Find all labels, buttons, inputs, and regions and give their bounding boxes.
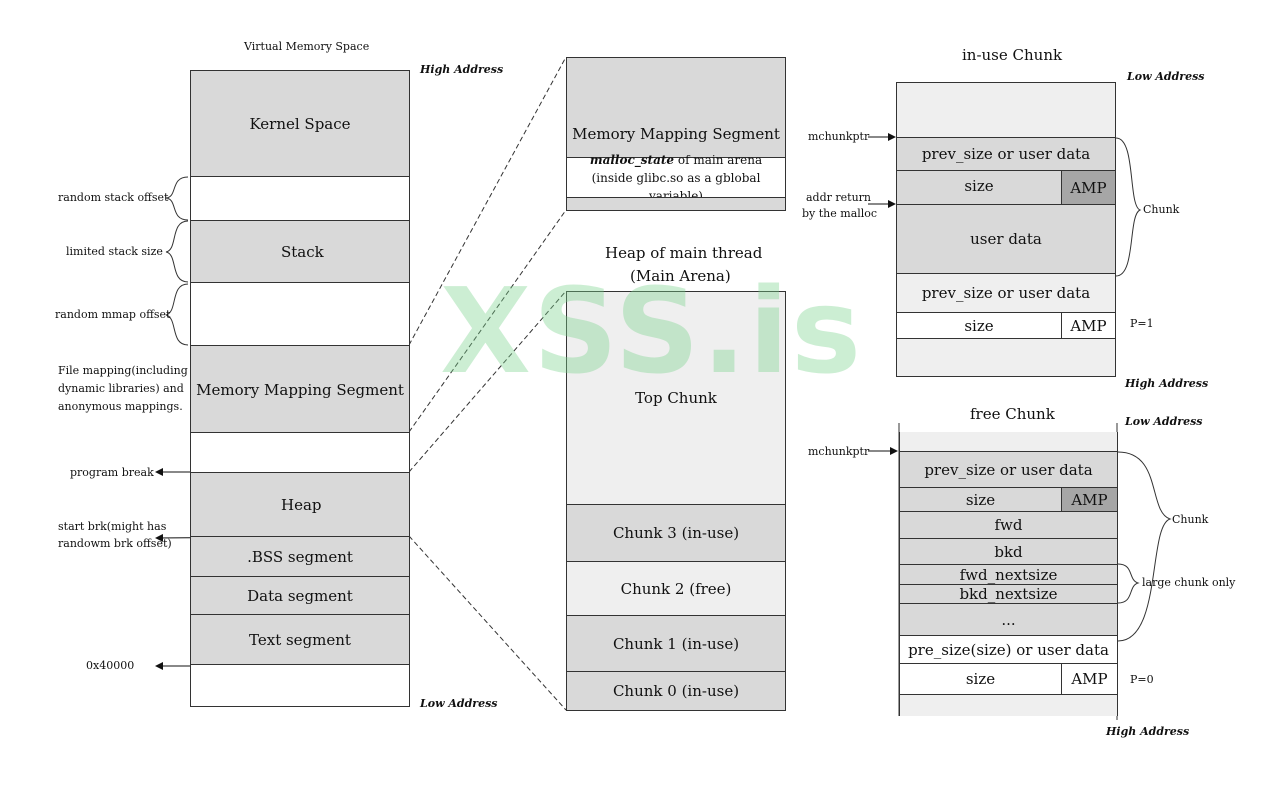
inuse-chunk-arrows xyxy=(868,133,896,208)
chunk-3-in-use: Chunk 3 (in-use) xyxy=(566,504,786,562)
program-break-label: program break xyxy=(70,466,154,479)
free-size-field: size xyxy=(899,487,1062,512)
inuse-prev-size-field: prev_size or user data xyxy=(896,137,1116,171)
random-stack-offset-label: random stack offset xyxy=(58,191,169,204)
inuse-amp-flags: AMP xyxy=(1061,170,1116,205)
low-memory-gap xyxy=(190,664,410,707)
inuse-p-flag-label: P=1 xyxy=(1130,317,1154,330)
inuse-mchunkptr-label: mchunkptr xyxy=(808,130,870,143)
inuse-low-address: Low Address xyxy=(1127,70,1205,83)
free-amp-flags: AMP xyxy=(1061,487,1118,512)
free-pre-size-field: pre_size(size) or user data xyxy=(899,635,1118,664)
free-p-flag-label: P=0 xyxy=(1130,673,1154,686)
addr-return-label-line-1: addr return xyxy=(806,191,872,204)
inuse-chunk-brace xyxy=(1115,137,1142,277)
main-heap-title-line-1: Heap of main thread xyxy=(605,244,763,262)
main-heap-title-line-2: (Main Arena) xyxy=(630,267,731,285)
inuse-chunk-brace-label: Chunk xyxy=(1143,203,1180,216)
inuse-high-address: High Address xyxy=(1125,377,1209,390)
zoom-lines xyxy=(408,56,567,711)
text-segment: Text segment xyxy=(190,614,410,665)
free-chunk-title: free Chunk xyxy=(970,405,1055,423)
virtual-memory-title: Virtual Memory Space xyxy=(244,40,370,53)
free-chunk-before xyxy=(899,432,1118,452)
inuse-chunk-before xyxy=(896,82,1116,138)
free-fwd-nextsize-field: fwd_nextsize xyxy=(899,564,1118,585)
unmapped-gap xyxy=(190,432,410,473)
chunk-2-free: Chunk 2 (free) xyxy=(566,561,786,616)
inuse-size-field: size xyxy=(896,170,1062,205)
inuse-next-size-field: size xyxy=(896,312,1062,339)
start-brk-label-line-2: randowm brk offset) xyxy=(58,537,172,550)
addr-return-label-line-2: by the malloc xyxy=(802,207,878,220)
free-mchunkptr-label: mchunkptr xyxy=(808,445,870,458)
file-mapping-label-line-3: anonymous mappings. xyxy=(58,400,183,413)
chunk-0-in-use: Chunk 0 (in-use) xyxy=(566,671,786,711)
mmap-detail-tail xyxy=(566,197,786,211)
file-mapping-label-line-2: dynamic libraries) and xyxy=(58,382,184,395)
free-chunk-braces xyxy=(1117,451,1172,642)
top-chunk: Top Chunk xyxy=(566,291,786,505)
free-bkd-nextsize-field: bkd_nextsize xyxy=(899,584,1118,604)
mmap-detail-segment: Memory Mapping Segment xyxy=(566,57,786,158)
free-low-address: Low Address xyxy=(1125,415,1203,428)
vm-low-address: Low Address xyxy=(420,697,498,710)
free-chunk-after xyxy=(899,694,1118,716)
free-bkd-field: bkd xyxy=(899,538,1118,565)
kernel-space: Kernel Space xyxy=(190,70,410,177)
limited-stack-size-label: limited stack size xyxy=(66,245,163,258)
inuse-chunk-after xyxy=(896,338,1116,377)
heap-segment: Heap xyxy=(190,472,410,537)
free-fwd-field: fwd xyxy=(899,511,1118,539)
free-prev-size-field: prev_size or user data xyxy=(899,451,1118,488)
base-address-label: 0x40000 xyxy=(86,659,135,672)
inuse-user-data: user data xyxy=(896,204,1116,274)
inuse-next-amp-flags: AMP xyxy=(1061,312,1116,339)
inuse-next-prev-size-field: prev_size or user data xyxy=(896,273,1116,313)
large-chunk-only-label: large chunk only xyxy=(1142,576,1236,589)
mmap-offset-gap xyxy=(190,282,410,346)
bss-segment: .BSS segment xyxy=(190,536,410,577)
random-mmap-offset-label: random mmap offset xyxy=(55,308,171,321)
vm-memory-mapping-segment: Memory Mapping Segment xyxy=(190,345,410,433)
left-braces xyxy=(165,176,189,346)
free-next-amp-flags: AMP xyxy=(1061,663,1118,695)
file-mapping-label-line-1: File mapping(including xyxy=(58,364,188,377)
data-segment: Data segment xyxy=(190,576,410,615)
malloc-state-line: malloc_state of main arena xyxy=(589,152,763,167)
inuse-chunk-title: in-use Chunk xyxy=(962,46,1063,64)
free-next-size-field: size xyxy=(899,663,1062,695)
free-ellipsis-field: ... xyxy=(899,603,1118,636)
free-chunk-brace-label: Chunk xyxy=(1172,513,1209,526)
free-high-address: High Address xyxy=(1106,725,1190,738)
stack-segment: Stack xyxy=(190,220,410,283)
vm-high-address: High Address xyxy=(420,63,504,76)
start-brk-label-line-1: start brk(might has xyxy=(58,520,167,533)
stack-offset-gap xyxy=(190,176,410,221)
malloc-state-box: malloc_state of main arena (inside glibc… xyxy=(566,153,786,203)
chunk-1-in-use: Chunk 1 (in-use) xyxy=(566,615,786,672)
